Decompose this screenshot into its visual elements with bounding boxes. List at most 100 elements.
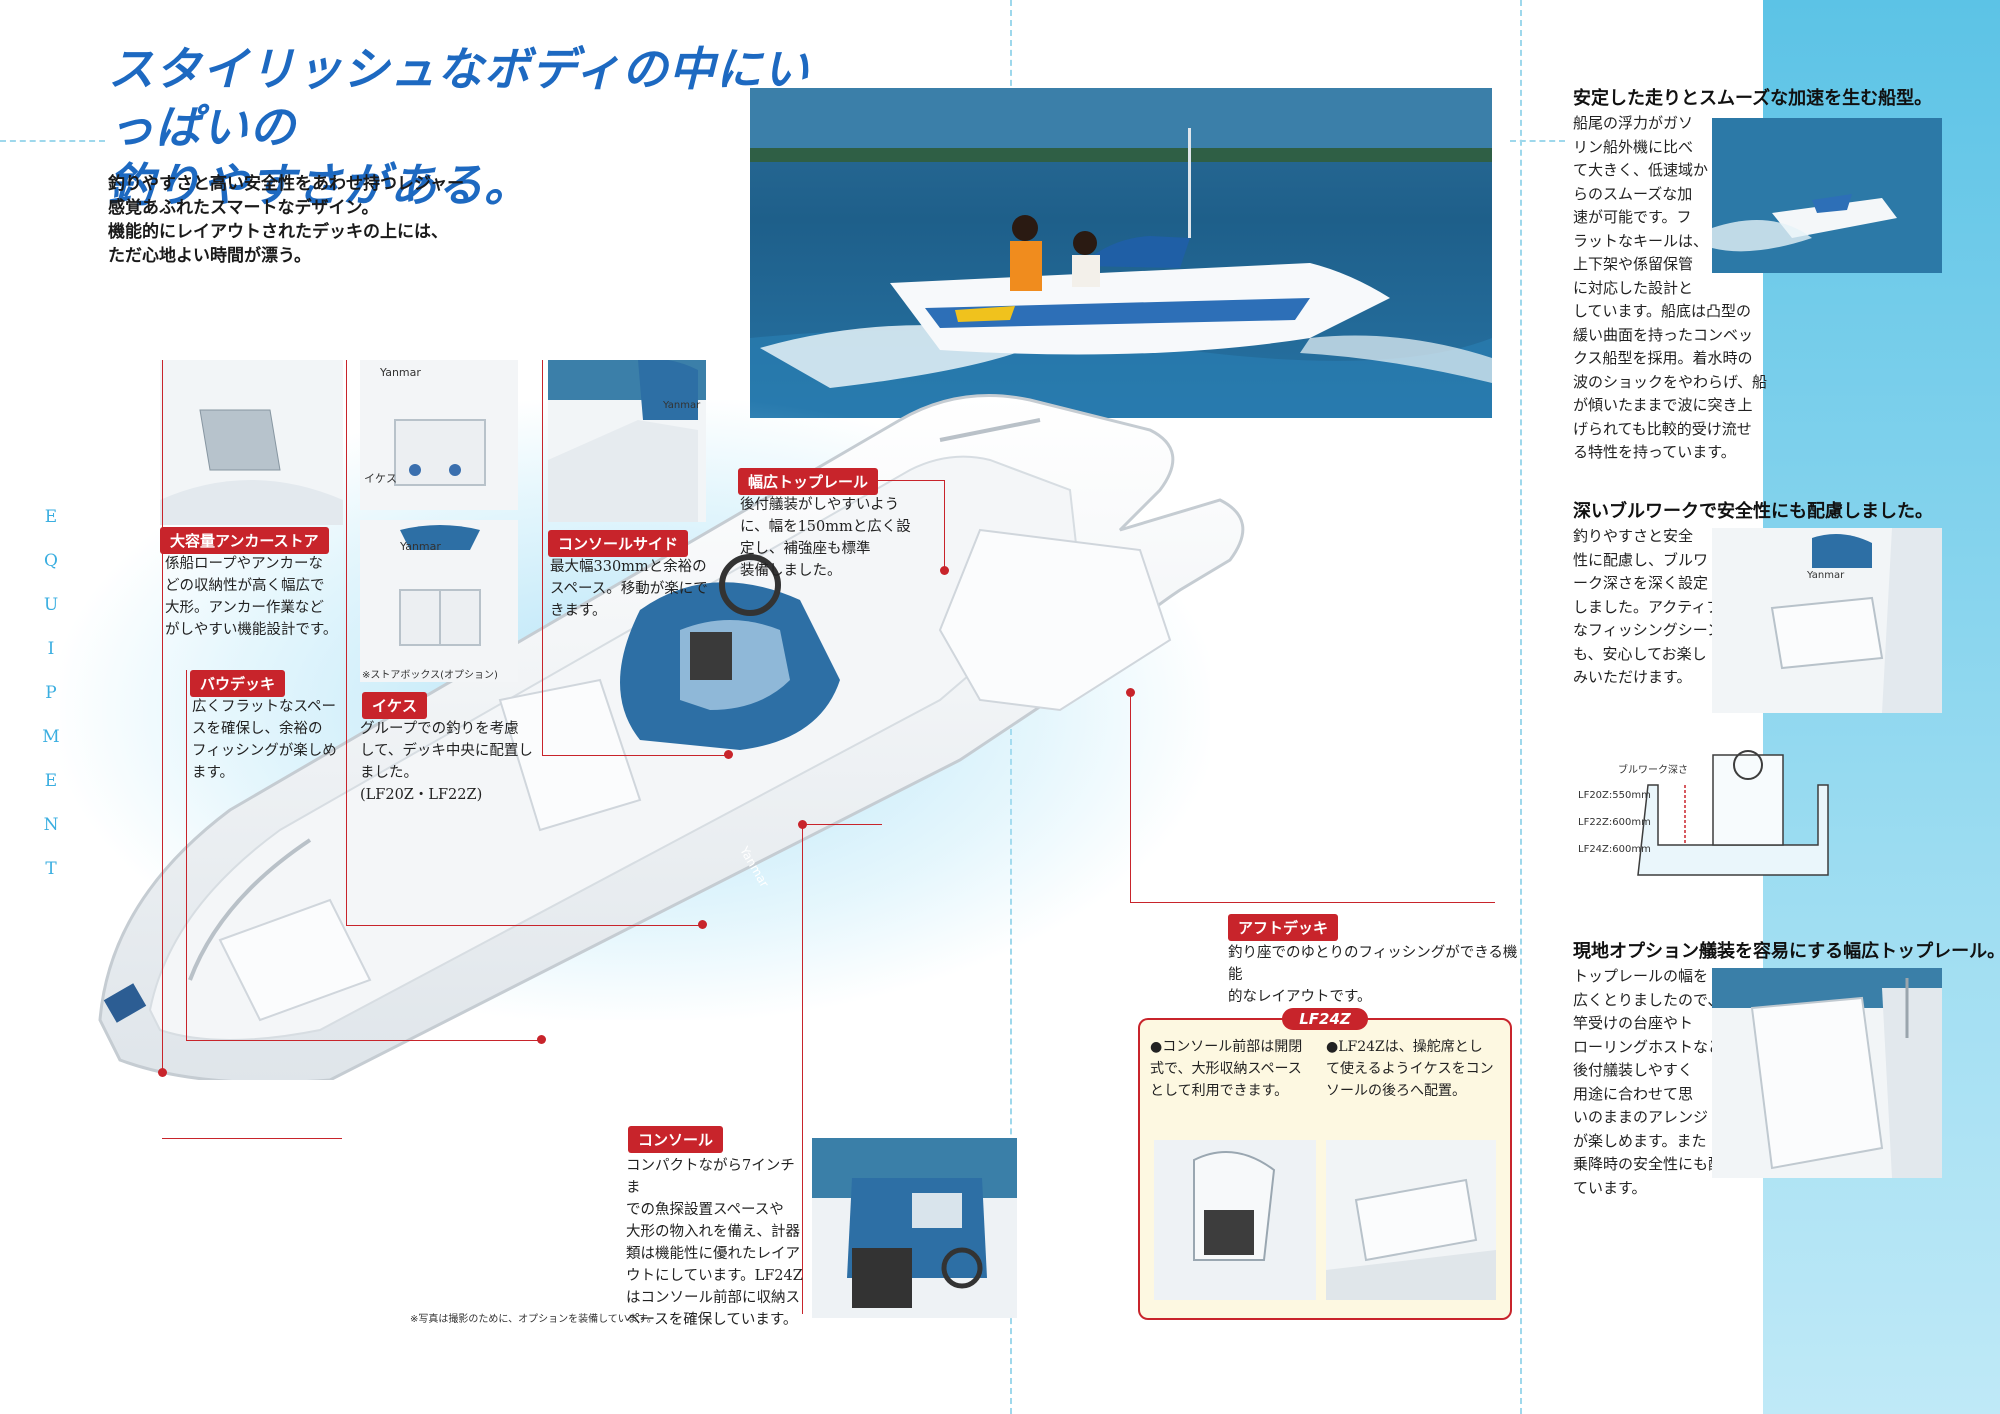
hero-boat-illustration [750,88,1492,418]
bulwark-depth-label: ブルワーク深さ [1618,765,1688,776]
equipment-letter: P [45,683,57,703]
section-line: 乗降時の安全性にも配慮し [1573,1155,1754,1173]
section-line: クス船型を採用。着水時の [1573,349,1753,367]
callout-line: に、幅を150mmと広く設 [740,519,911,535]
boat-top-view-illustration [98,394,1245,1084]
leader-line [186,670,187,1040]
section-line: ラットなキールは、 [1573,231,1709,250]
callout-line: きます。 [550,603,607,619]
callout-tag-aft-deck: アフトデッキ [1228,914,1339,941]
callout-tag-console: コンソール [628,1126,724,1153]
bulwark-lf24-label: LF24Z:600mm [1578,844,1651,855]
callout-line: ます。 [192,765,235,781]
photo-label-ikesu: イケス [364,472,397,485]
leader-line [802,824,882,825]
callout-line: ペースを確保しています。 [626,1312,798,1328]
lf24z-storage-illustration [1154,1140,1316,1300]
lf24z-photo-storage [1154,1140,1316,1300]
callout-tag-top-rail: 幅広トップレール [738,468,879,495]
section-line: が楽しめます。また [1573,1131,1707,1150]
section-line: 広くとりましたので、 [1573,990,1723,1009]
anchor-store-photo [160,360,343,525]
callout-line: 装備しました。 [740,563,842,579]
bulwark-photo: Yanmar [1712,528,1942,713]
section-line: ーク深さを深く設定 [1573,574,1709,592]
leader-line [865,480,945,481]
leader-line [162,360,163,1070]
callout-line: 類は機能性に優れたレイア [626,1246,800,1262]
callout-line: がしやすい機能設計です。 [165,622,338,638]
lf24z-line: ソールの後ろへ配置。 [1326,1083,1466,1099]
callout-line: 大形。アンカー作業など [165,600,324,616]
callout-text-anchor-store: 係船ロープやアンカーな どの収納性が高く幅広で 大形。アンカー作業など がしやす… [165,553,345,641]
lf24z-text-right: ●LF24Zは、操舵席とし て使えるようイケスをコン ソールの後ろへ配置。 [1326,1036,1506,1102]
callout-line: での魚探設置スペースや [626,1202,784,1218]
leader-dot [724,750,733,759]
boat-top-view [80,380,1500,1084]
lf24z-line: ●LF24Zは、操舵席とし [1326,1039,1483,1055]
callout-line: 最大幅330mmと余裕の [550,559,707,575]
bulwark-lf20-label: LF20Z:550mm [1578,790,1651,801]
callout-tag-anchor-store: 大容量アンカーストア [160,527,329,554]
leader-dot [537,1035,546,1044]
section-line: 後付艤装しやすく [1573,1061,1693,1079]
photo-label-yanmar: Yanmar [1807,570,1845,581]
section-line: 性に配慮し、ブルワ [1573,550,1709,569]
equipment-letter: Q [44,551,58,571]
section-line: ローリングホストなど、 [1573,1037,1738,1056]
equipment-letter: E [44,507,58,527]
lf24z-line: 式で、大形収納スペース [1150,1061,1302,1077]
callout-text-console-side: 最大幅330mmと余裕の スペース。移動が楽にで きます。 [550,556,725,622]
section-line: しました。アクティブ [1573,597,1722,616]
section-title-hull: 安定した走りとスムーズな加速を生む船型。 [1573,88,1933,109]
leader-line [1130,692,1131,902]
lf24z-ikesu-illustration [1326,1140,1496,1300]
callout-line: スを確保し、余裕の [192,721,323,737]
section-line: なフィッシングシーン [1573,621,1722,639]
lead-line2: 感覚あふれたスマートなデザイン。 [108,198,379,218]
section-line: 釣りやすさと安全 [1573,527,1694,545]
lf24z-line: ●コンソール前部は開閉 [1150,1039,1303,1055]
section-line: トップレールの幅を [1573,967,1709,985]
section-line: 緩い曲面を持ったコンベッ [1573,325,1754,344]
equipment-vertical-label: E Q U I P M E N T [40,495,62,891]
section-line: 波のショックをやわらげ、船 [1573,372,1767,391]
callout-line: 広くフラットなスペー [192,699,336,715]
section-line: ています。 [1573,1178,1647,1197]
anchor-store-illustration [160,360,343,525]
section-text-bulwark: 釣りやすさと安全 性に配慮し、ブルワ ーク深さを深く設定 しました。アクティブ … [1573,525,1723,690]
headline-line2: 釣りやすさがある。 [108,158,531,212]
callout-line: (LF20Z・LF22Z) [360,787,483,803]
section-line: いのままのアレンジ [1573,1108,1709,1126]
top-rail-photo [1712,968,1942,1178]
dashed-guide-top-left [0,140,105,142]
callout-text-top-rail: 後付艤装がしやすいよう に、幅を150mmと広く設 定し、補強座も標準 装備しま… [740,494,930,582]
callout-line: 釣り座でのゆとりのフィッシングができる機能 [1228,945,1518,983]
console-side-illustration [548,360,706,522]
callout-line: 後付艤装がしやすいよう [740,497,900,513]
callout-line: 係船ロープやアンカーな [165,556,324,572]
section-line: も、安心してお楽し [1573,644,1707,663]
equipment-letter: T [45,859,57,879]
lf24z-line: て使えるようイケスをコン [1326,1061,1494,1077]
leader-dot [158,1068,167,1077]
section-line: る特性を持っています。 [1573,443,1736,461]
leader-line [542,755,727,756]
equipment-letter: I [47,639,55,659]
callout-line: グループでの釣りを考慮 [360,721,519,737]
section-line: 速が可能です。フ [1573,208,1692,226]
lead-paragraph: 釣りやすさと高い安全性をあわせ持つレジャー 感覚あふれたスマートなデザイン。 機… [108,172,568,268]
equipment-letter: U [43,595,59,615]
ikesu-photo: Yanmar イケス [360,360,518,510]
section-title-rail: 現地オプション艤装を容易にする幅広トップレール。 [1573,941,2000,962]
store-box-illustration [360,520,518,682]
callout-line: 的なレイアウトです。 [1228,989,1372,1005]
top-rail-illustration [1712,968,1942,1178]
ikesu-illustration [360,360,518,510]
console-photo [812,1138,1017,1318]
store-box-photo: Yanmar ※ストアボックス(オプション) [360,520,518,682]
section-line: 船尾の浮力がガソ [1573,114,1694,132]
section-text-hull: 船尾の浮力がガソ リン船外機に比べ て大きく、低速域か らのスムーズな加 速が可… [1573,112,1773,465]
callout-line: コンパクトながら7インチま [626,1158,795,1196]
leader-line [944,480,945,570]
